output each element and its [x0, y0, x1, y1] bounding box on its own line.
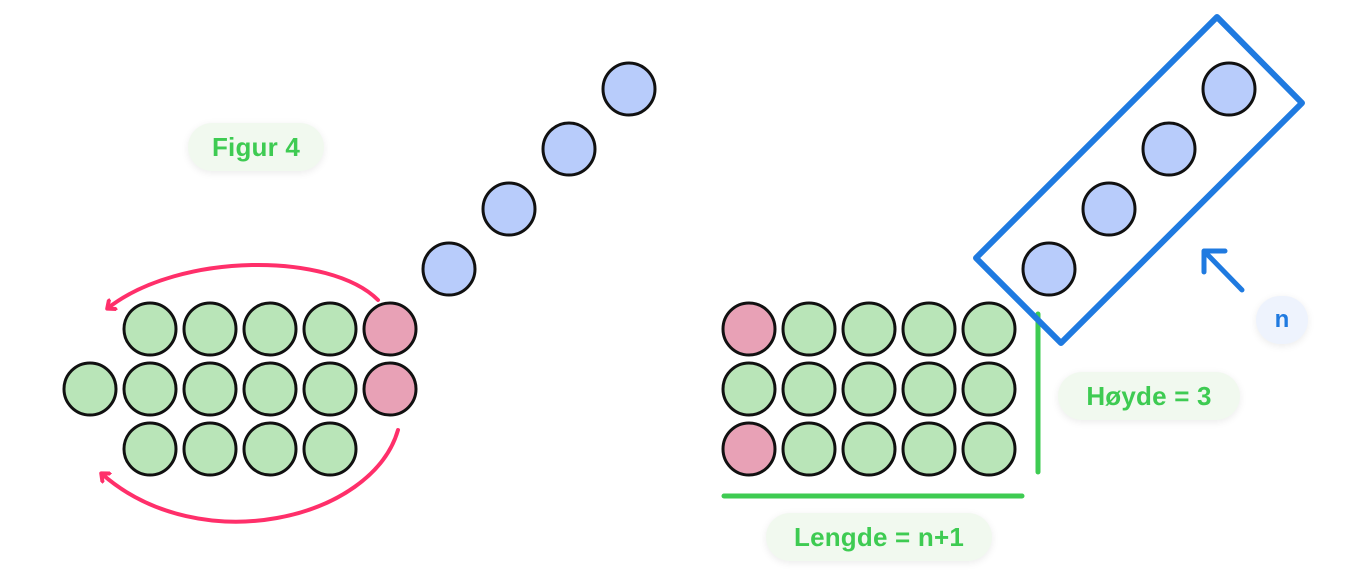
green-dot	[122, 361, 178, 417]
green-dot	[781, 301, 837, 357]
length-label: Lengde = n+1	[766, 513, 992, 561]
green-dot	[721, 361, 777, 417]
blue-dot	[1141, 121, 1197, 177]
green-dot	[182, 301, 238, 357]
blue-dot	[541, 121, 597, 177]
green-dot	[901, 421, 957, 477]
green-dot	[961, 421, 1017, 477]
green-dot	[182, 361, 238, 417]
green-dot	[62, 361, 118, 417]
green-dot	[242, 361, 298, 417]
blue-dot	[1021, 241, 1077, 297]
green-dot	[901, 301, 957, 357]
green-dot	[182, 421, 238, 477]
green-dot	[961, 301, 1017, 357]
left-dot-arrangement	[62, 301, 418, 477]
green-dot	[901, 361, 957, 417]
move-arrow-bottom	[102, 428, 400, 524]
green-dot	[122, 301, 178, 357]
left-diagonal-dots	[421, 61, 657, 297]
blue-dot	[601, 61, 657, 117]
blue-dot	[1201, 61, 1257, 117]
pink-dot	[362, 301, 418, 357]
right-dot-rectangle	[721, 301, 1017, 477]
right-diagonal-dots	[1021, 61, 1257, 297]
height-label: Høyde = 3	[1058, 372, 1240, 420]
pink-dot	[362, 361, 418, 417]
green-dot	[122, 421, 178, 477]
green-dot	[781, 421, 837, 477]
green-dot	[242, 301, 298, 357]
green-dot	[302, 421, 358, 477]
green-dot	[841, 301, 897, 357]
blue-dot	[421, 241, 477, 297]
green-dot	[302, 301, 358, 357]
pink-dot	[721, 301, 777, 357]
green-dot	[781, 361, 837, 417]
green-dot	[961, 361, 1017, 417]
move-arrow-top	[108, 263, 380, 308]
n-label: n	[1256, 296, 1308, 344]
blue-dot	[481, 181, 537, 237]
blue-dot	[1081, 181, 1137, 237]
n-pointer-arrow	[1201, 248, 1245, 293]
figure-label: Figur 4	[188, 123, 324, 171]
green-dot	[242, 421, 298, 477]
green-dot	[302, 361, 358, 417]
pink-dot	[721, 421, 777, 477]
n-group-frame	[973, 14, 1305, 346]
green-dot	[841, 361, 897, 417]
green-dot	[841, 421, 897, 477]
